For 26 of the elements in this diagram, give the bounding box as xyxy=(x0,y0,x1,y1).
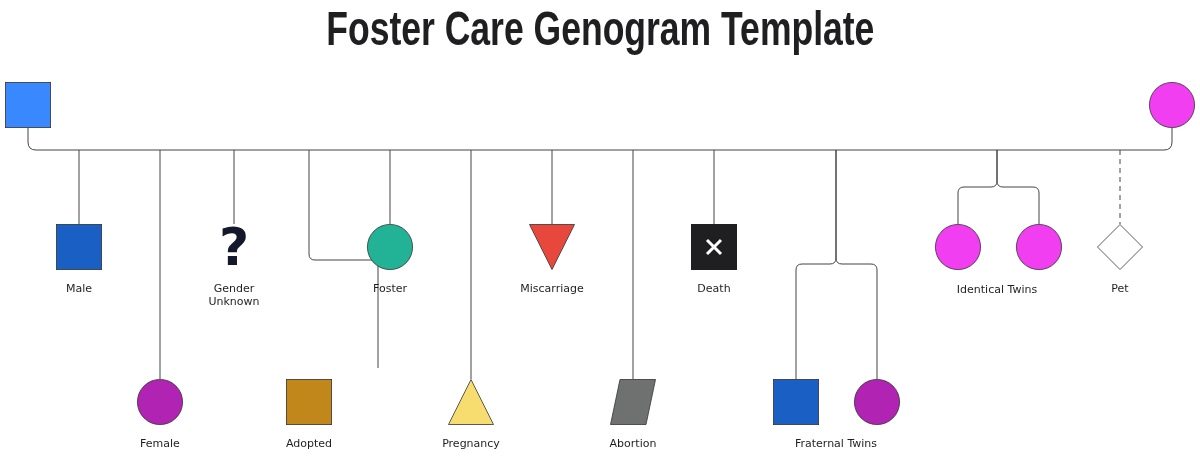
group-label: Identical Twins xyxy=(956,283,1038,296)
connector-line xyxy=(389,149,391,225)
question-mark-symbol: ? xyxy=(218,224,250,270)
connector-line xyxy=(27,127,1173,151)
symbol-label: Adopted xyxy=(285,437,333,450)
group-label: Fraternal Twins xyxy=(794,437,878,450)
symbol-label: Gender Unknown xyxy=(207,282,261,308)
symbol-label: Pet xyxy=(1111,282,1129,295)
connector-line xyxy=(470,149,472,380)
connector-line xyxy=(551,149,553,225)
connector-line xyxy=(1119,149,1121,225)
symbol-label: Female xyxy=(140,437,180,450)
diagram-title: Foster Care Genogram Template xyxy=(325,0,875,56)
symbol-label: Abortion xyxy=(609,437,657,450)
symbol-label: Male xyxy=(65,282,93,295)
symbol-label: Death xyxy=(697,282,731,295)
connector-line xyxy=(78,149,80,225)
connector-line xyxy=(233,149,235,225)
symbol-label: Miscarriage xyxy=(520,282,584,295)
connector-line xyxy=(996,149,1040,225)
connector-line xyxy=(713,149,715,225)
connector-line xyxy=(835,149,878,380)
symbol-label: Pregnancy xyxy=(442,437,500,450)
symbol-label: Foster xyxy=(373,282,407,295)
connector-line xyxy=(632,149,634,380)
connector-line xyxy=(159,149,161,380)
